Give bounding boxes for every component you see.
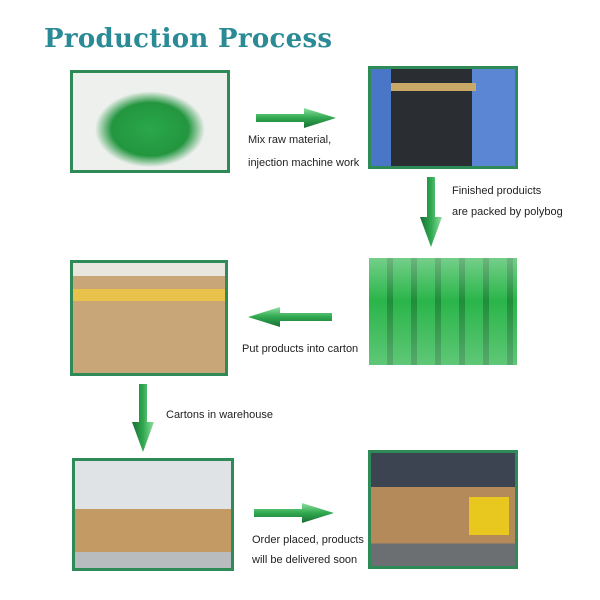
raw-material-granules-image <box>70 70 230 173</box>
step-2-caption-line-2: are packed by polybog <box>452 206 563 218</box>
step-1-caption-line-2: injection machine work <box>248 157 360 169</box>
arrow-down-1-icon <box>420 177 442 247</box>
warehouse-image <box>72 458 234 571</box>
step-5-caption-line-1: Order placed, products <box>252 534 364 546</box>
page-title: Production Process <box>44 24 333 54</box>
arrow-left-icon <box>248 307 332 327</box>
step-5-caption-line-2: will be delivered soon <box>252 554 358 566</box>
step-3-caption: Put products into carton <box>242 343 359 355</box>
carton-box-image <box>70 260 228 376</box>
step-4-caption: Cartons in warehouse <box>166 409 274 421</box>
delivery-truck-image <box>368 450 518 569</box>
arrow-right-1-icon <box>256 108 336 128</box>
step-1-caption-line-1: Mix raw material, <box>248 134 332 146</box>
arrow-right-2-icon <box>254 503 334 523</box>
injection-machine-image <box>368 66 518 169</box>
polybag-products-image <box>366 255 520 368</box>
step-2-caption-line-1: Finished produicts <box>452 185 542 197</box>
arrow-down-2-icon <box>132 384 154 452</box>
